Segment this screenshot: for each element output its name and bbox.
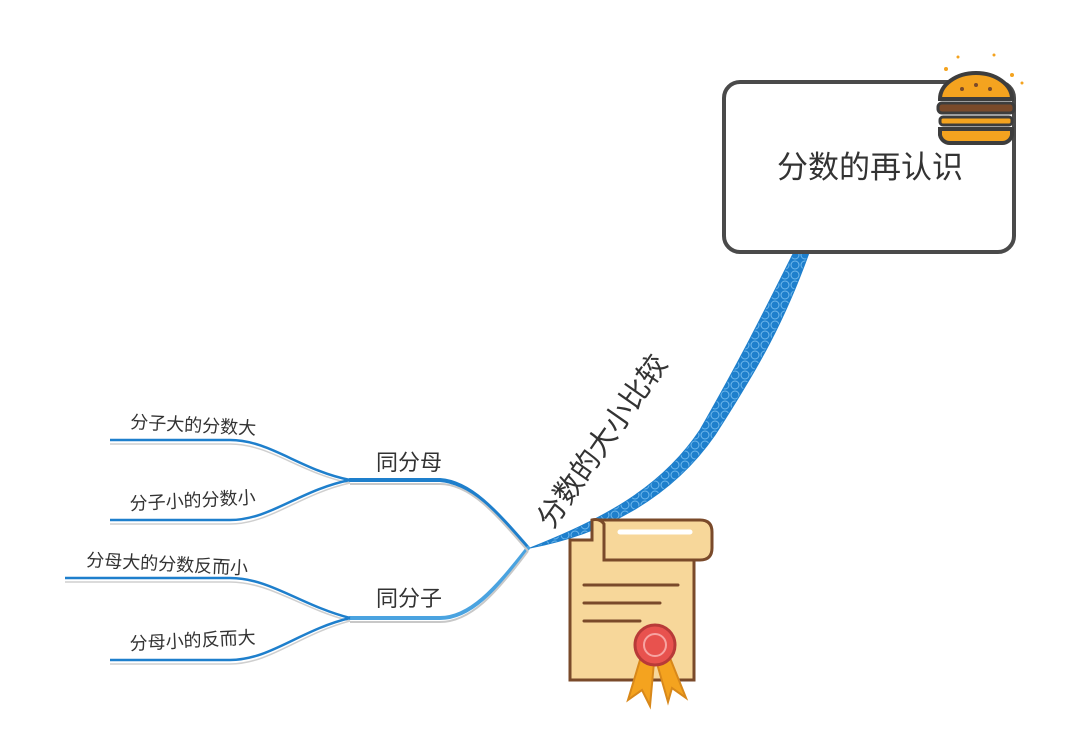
leaf-line-4 bbox=[110, 616, 351, 662]
branch-label-same-numerator[interactable]: 同分子 bbox=[376, 587, 442, 612]
leaf-label-1[interactable]: 分子大的分数大 bbox=[130, 412, 257, 440]
leaf-label-2[interactable]: 分子小的分数小 bbox=[129, 487, 256, 515]
leaf-label-3[interactable]: 分母大的分数反而小 bbox=[86, 550, 249, 579]
main-branch-trunk bbox=[529, 249, 811, 549]
leaf-label-4[interactable]: 分母小的反而大 bbox=[129, 627, 256, 655]
leaf-line-1 bbox=[110, 438, 351, 482]
leaf-line-2 bbox=[110, 478, 351, 522]
certificate-scroll-icon bbox=[568, 518, 714, 710]
leaf-line-3 bbox=[65, 576, 351, 620]
branch-line-same-denominator bbox=[348, 478, 530, 550]
branch-line-same-numerator bbox=[348, 546, 530, 620]
root-label: 分数的再认识 bbox=[777, 150, 963, 186]
main-branch-label[interactable]: 分数的大小比较 bbox=[530, 348, 674, 534]
burger-icon bbox=[936, 53, 1024, 145]
branch-label-same-denominator[interactable]: 同分母 bbox=[376, 451, 442, 476]
